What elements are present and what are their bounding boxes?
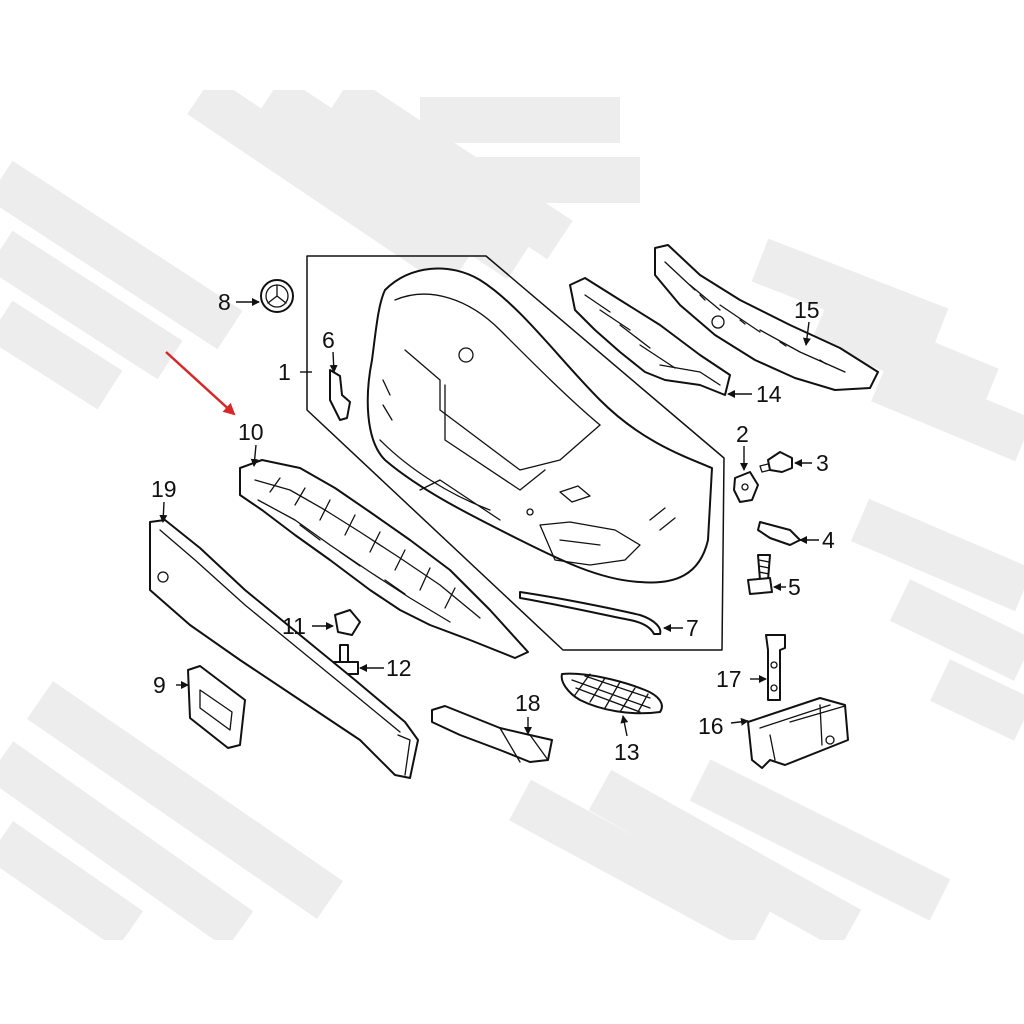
callout-13: 13	[614, 739, 640, 765]
callout-6: 6	[322, 327, 335, 353]
callout-11: 11	[282, 613, 306, 639]
leader-lines	[159, 298, 819, 737]
callout-15: 15	[794, 297, 820, 323]
part-8-emblem-icon	[260, 279, 294, 313]
part-3-rivet	[759, 451, 793, 473]
assembly-frame	[306, 255, 725, 651]
callout-8: 8	[218, 289, 231, 315]
part-16-mounting-bracket	[747, 697, 849, 769]
part-14-absorber	[569, 277, 731, 396]
part-9-plate-bracket	[187, 665, 246, 749]
callout-16: 16	[698, 713, 724, 739]
part-15-reinforcement	[654, 244, 879, 391]
highlight-arrow	[165, 351, 236, 416]
callout-14: 14	[756, 381, 782, 407]
callout-10: 10	[238, 419, 264, 445]
callout-7: 7	[686, 615, 699, 641]
callout-17: 17	[716, 666, 742, 692]
callout-1: 1	[278, 359, 291, 385]
callout-3: 3	[816, 450, 829, 476]
callout-5: 5	[788, 574, 801, 600]
callout-labels: 1 6 8 14 15 2 3 4 5 7 10 19 11 12 9 18 1…	[151, 289, 835, 765]
callout-12: 12	[386, 655, 412, 681]
part-1-bumper-cover	[306, 255, 725, 651]
part-19-support-bar	[149, 519, 419, 779]
part-6-bracket	[329, 369, 351, 421]
part-4-clip	[757, 521, 801, 546]
part-17-bracket	[765, 634, 786, 701]
part-18-trim-piece	[431, 705, 553, 763]
callout-2: 2	[736, 421, 749, 447]
part-7-trim-strip	[519, 591, 662, 635]
callout-4: 4	[822, 527, 835, 553]
part-11-nut-clip	[334, 609, 361, 636]
callout-18: 18	[515, 690, 541, 716]
part-2-clip	[733, 471, 759, 503]
watermark	[0, 90, 1024, 940]
callout-19: 19	[151, 476, 177, 502]
part-5-bolt	[747, 554, 773, 595]
part-13-grille-insert	[560, 672, 663, 715]
callout-9: 9	[153, 672, 166, 698]
part-10-lower-deflector	[239, 459, 529, 659]
